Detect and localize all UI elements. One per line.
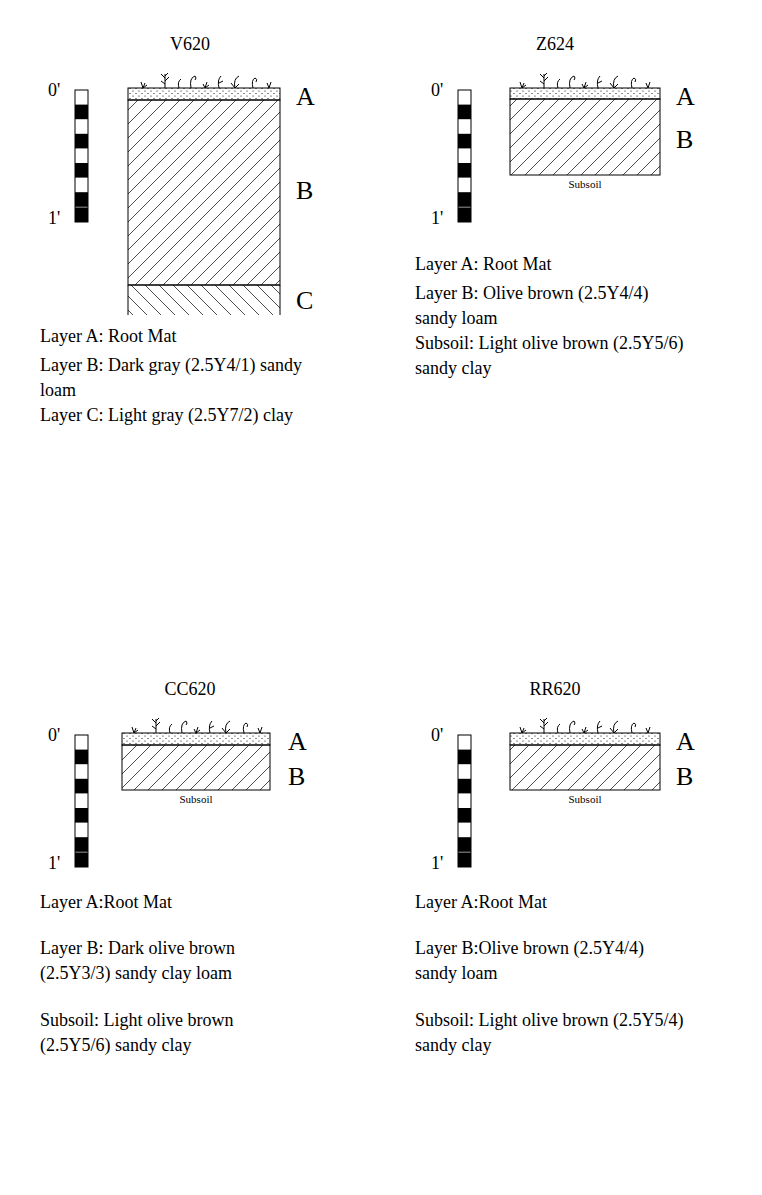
scale-mark: 1'	[431, 206, 443, 231]
scale-mark: 0'	[48, 78, 60, 103]
layer-description: Layer A:Root Mat	[40, 890, 172, 915]
scale-mark: 0'	[431, 723, 443, 748]
subsoil-note: Subsoil	[568, 177, 601, 191]
layer-description: Subsoil: Light olive brown (2.5Y5/6) san…	[40, 1008, 280, 1058]
scale-mark: 1'	[48, 851, 60, 876]
horizon-letter: B	[676, 125, 693, 155]
horizon-letter: A	[676, 727, 695, 757]
horizon-letter: B	[296, 176, 313, 206]
scale-mark: 0'	[431, 78, 443, 103]
layer-description: Layer A: Root Mat	[40, 324, 176, 349]
layer-description: Subsoil: Light olive brown (2.5Y5/6) san…	[415, 331, 690, 381]
profile-id: Z624	[536, 32, 574, 57]
horizon-letter: A	[288, 727, 307, 757]
subsoil-note: Subsoil	[568, 792, 601, 806]
profile-id: V620	[170, 32, 210, 57]
subsoil-note: Subsoil	[179, 792, 212, 806]
scale-mark: 1'	[48, 206, 60, 231]
horizon-letter: A	[676, 82, 695, 112]
layer-description: Layer B:Olive brown (2.5Y4/4) sandy loam	[415, 936, 690, 986]
layer-description: Layer A:Root Mat	[415, 890, 547, 915]
horizon-letter: A	[296, 82, 315, 112]
scale-mark: 1'	[431, 851, 443, 876]
profile-id: CC620	[164, 677, 215, 702]
horizon-letter: C	[296, 286, 313, 316]
layer-description: Subsoil: Light olive brown (2.5Y5/4) san…	[415, 1008, 690, 1058]
layer-description: Layer B: Dark gray (2.5Y4/1) sandy loam	[40, 353, 308, 403]
layer-description: Layer C: Light gray (2.5Y7/2) clay	[40, 403, 308, 428]
horizon-letter: B	[676, 762, 693, 792]
horizon-letter: B	[288, 762, 305, 792]
layer-description: Layer A: Root Mat	[415, 252, 551, 277]
layer-description: Layer B: Olive brown (2.5Y4/4) sandy loa…	[415, 281, 690, 331]
profile-id: RR620	[529, 677, 580, 702]
layer-description: Layer B: Dark olive brown (2.5Y3/3) sand…	[40, 936, 280, 986]
scale-mark: 0'	[48, 723, 60, 748]
